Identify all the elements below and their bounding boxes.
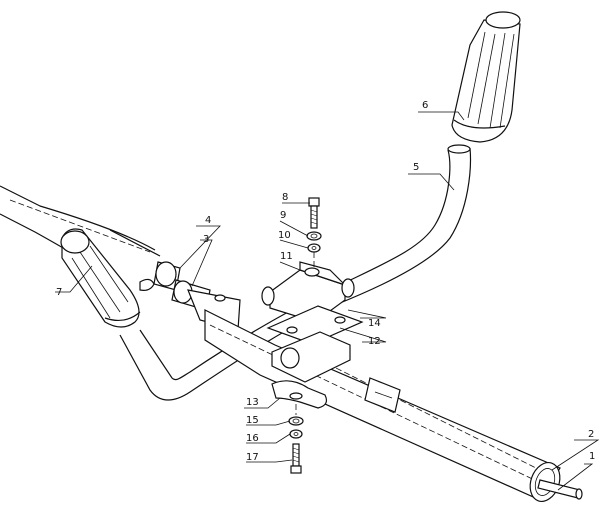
- callout-9: 9: [280, 210, 286, 221]
- callout-3: 3: [203, 234, 209, 245]
- left-grip: [60, 228, 141, 328]
- callout-6: 6: [422, 100, 428, 111]
- callout-1: 1: [589, 451, 595, 462]
- callout-7: 7: [56, 287, 62, 298]
- callout-10: 10: [278, 230, 291, 241]
- callout-16: 16: [246, 433, 259, 444]
- callout-5: 5: [413, 162, 419, 173]
- right-grip: [451, 11, 521, 143]
- callout-13: 13: [246, 397, 259, 408]
- callout-8: 8: [282, 192, 288, 203]
- clamp-assembly: [261, 261, 364, 409]
- callout-14: 14: [368, 318, 381, 329]
- bottom-bolt-stack: [288, 404, 304, 474]
- callout-12: 12: [368, 336, 381, 347]
- top-bolt-stack: [306, 197, 322, 270]
- callout-2: 2: [588, 429, 594, 440]
- callout-17: 17: [246, 452, 259, 463]
- callout-labels: 1 2 3 4 5 6 7 8 9 10 11 12 13 14 15 16 1…: [56, 100, 595, 463]
- callout-15: 15: [246, 415, 259, 426]
- callout-4: 4: [205, 215, 211, 226]
- callout-11: 11: [280, 251, 293, 262]
- leader-lines: [55, 111, 600, 491]
